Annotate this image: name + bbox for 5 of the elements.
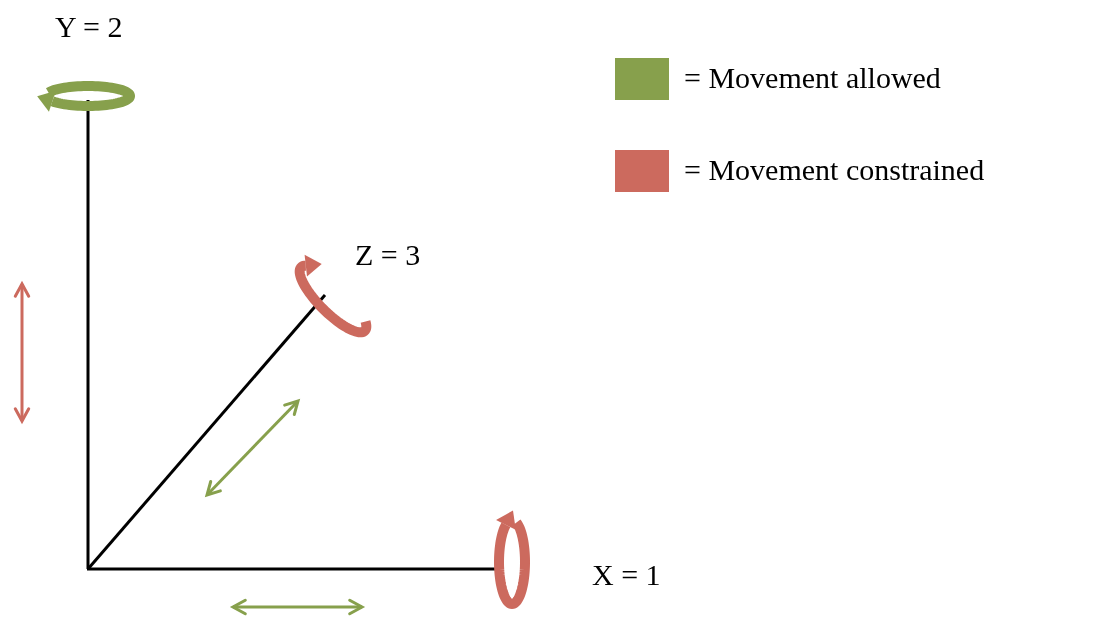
- legend-label: = Movement constrained: [684, 155, 985, 185]
- legend-label: = Movement allowed: [684, 63, 941, 93]
- axis-label: Z = 3: [355, 240, 421, 270]
- axis-label: Y = 2: [55, 12, 123, 42]
- axis-label: X = 1: [592, 560, 661, 590]
